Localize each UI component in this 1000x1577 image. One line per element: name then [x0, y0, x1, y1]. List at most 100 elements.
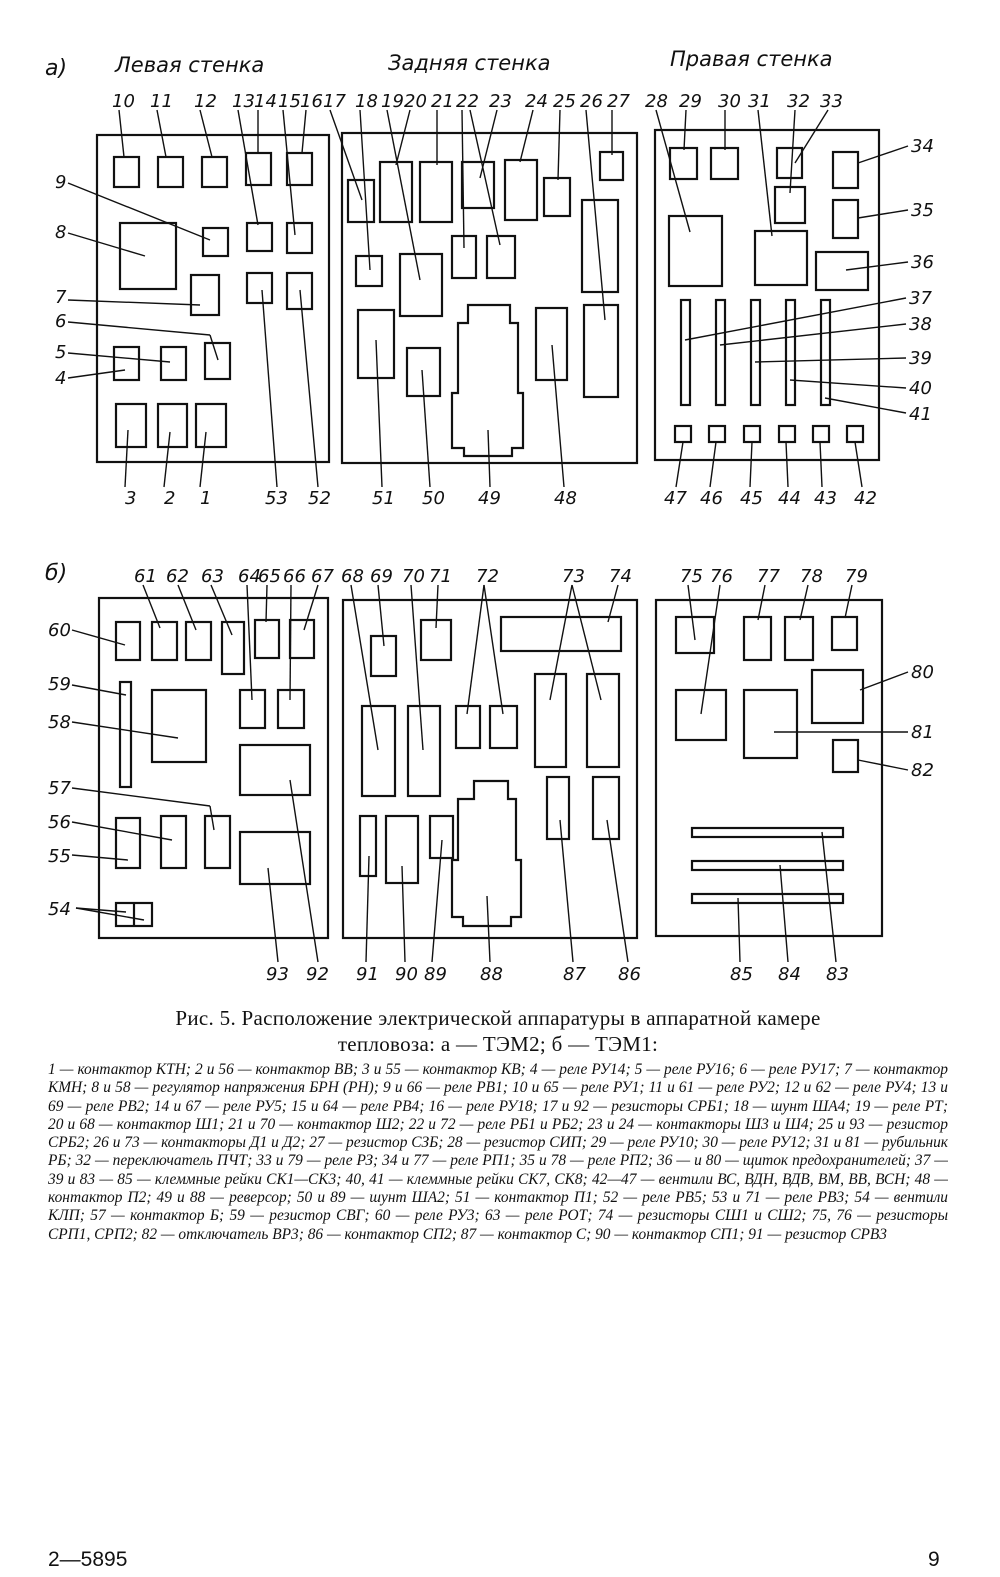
back-wall-b	[341, 598, 639, 940]
callout-3: 3	[125, 488, 136, 509]
callout-31: 31	[748, 91, 771, 112]
callout-83: 83	[826, 964, 849, 985]
callout-36: 36	[911, 252, 934, 273]
callout-38: 38	[909, 314, 932, 335]
callout-90: 90	[395, 964, 418, 985]
callout-72: 72	[476, 566, 499, 587]
callout-34: 34	[911, 136, 934, 157]
callout-64: 64	[238, 566, 261, 587]
callout-12: 12	[194, 91, 217, 112]
callout-71: 71	[429, 566, 452, 587]
callout-73: 73	[562, 566, 585, 587]
heading-right-wall: Правая стенка	[670, 47, 833, 71]
callout-75: 75	[680, 566, 703, 587]
callout-11: 11	[150, 91, 173, 112]
callout-8: 8	[55, 222, 66, 243]
callout-80: 80	[911, 662, 934, 683]
callout-82: 82	[911, 760, 934, 781]
callout-44: 44	[778, 488, 801, 509]
callout-92: 92	[306, 964, 329, 985]
callout-76: 76	[710, 566, 733, 587]
callout-91: 91	[356, 964, 379, 985]
callout-53: 53	[265, 488, 288, 509]
panel-b-label: б)	[45, 561, 67, 586]
callout-23: 23	[489, 91, 512, 112]
callout-45: 45	[740, 488, 763, 509]
callout-10: 10	[112, 91, 135, 112]
callout-17: 17	[323, 91, 346, 112]
callout-39: 39	[909, 348, 932, 369]
callout-48: 48	[554, 488, 577, 509]
callout-67: 67	[311, 566, 334, 587]
callout-59: 59	[48, 674, 71, 695]
callout-26: 26	[580, 91, 603, 112]
heading-back-wall: Задняя стенка	[388, 51, 551, 75]
caption-title-line-2: тепловоза: а — ТЭМ2; б — ТЭМ1:	[337, 1032, 659, 1056]
caption-legend: 1 — контактор КТН; 2 и 56 — контактор ВВ…	[48, 1061, 948, 1243]
callout-79: 79	[845, 566, 868, 587]
callout-46: 46	[700, 488, 723, 509]
callout-5: 5	[55, 342, 66, 363]
callout-70: 70	[402, 566, 425, 587]
callout-29: 29	[679, 91, 702, 112]
callout-66: 66	[283, 566, 306, 587]
callout-47: 47	[664, 488, 687, 509]
callout-2: 2	[164, 488, 175, 509]
callout-60: 60	[48, 620, 71, 641]
callout-14: 14	[254, 91, 277, 112]
callout-32: 32	[787, 91, 810, 112]
callout-62: 62	[166, 566, 189, 587]
callout-63: 63	[201, 566, 224, 587]
callout-13: 13	[232, 91, 255, 112]
callout-30: 30	[718, 91, 741, 112]
callout-41: 41	[909, 404, 932, 425]
callout-74: 74	[609, 566, 632, 587]
callout-81: 81	[911, 722, 934, 743]
callout-77: 77	[757, 566, 780, 587]
callout-24: 24	[525, 91, 548, 112]
callout-43: 43	[814, 488, 837, 509]
callout-49: 49	[478, 488, 501, 509]
footer-code: 2—5895	[48, 1548, 128, 1571]
page-number: 9	[928, 1548, 940, 1571]
callout-19: 19	[381, 91, 404, 112]
callout-69: 69	[370, 566, 393, 587]
callout-6: 6	[55, 311, 66, 332]
callout-16: 16	[300, 91, 323, 112]
callout-22: 22	[456, 91, 479, 112]
callout-28: 28	[645, 91, 668, 112]
callout-61: 61	[134, 566, 157, 587]
callout-58: 58	[48, 712, 71, 733]
callout-7: 7	[55, 287, 67, 308]
callout-33: 33	[820, 91, 843, 112]
callout-56: 56	[48, 812, 71, 833]
callout-4: 4	[55, 368, 66, 389]
callout-55: 55	[48, 846, 71, 867]
callout-89: 89	[424, 964, 447, 985]
callout-50: 50	[422, 488, 445, 509]
callout-18: 18	[355, 91, 378, 112]
callout-54: 54	[48, 899, 71, 920]
callout-21: 21	[431, 91, 454, 112]
callout-42: 42	[854, 488, 877, 509]
equipment-layout-figure: а) Левая стенка Задняя стенка Правая сте…	[45, 47, 934, 985]
left-wall-b	[97, 596, 330, 940]
callout-9: 9	[55, 172, 66, 193]
callout-57: 57	[48, 778, 71, 799]
left-wall-a	[95, 133, 331, 464]
callout-15: 15	[278, 91, 301, 112]
callout-87: 87	[563, 964, 586, 985]
callout-37: 37	[909, 288, 932, 309]
figure-caption: Рис. 5. Расположение электрической аппар…	[48, 1005, 948, 1244]
callout-68: 68	[341, 566, 364, 587]
callout-93: 93	[266, 964, 289, 985]
callout-35: 35	[911, 200, 934, 221]
panel-a-label: а)	[45, 56, 67, 81]
right-wall-b	[654, 598, 884, 938]
callout-84: 84	[778, 964, 801, 985]
callout-86: 86	[618, 964, 641, 985]
caption-title-line-1: Рис. 5. Расположение электрической аппар…	[175, 1006, 821, 1030]
callout-27: 27	[607, 91, 630, 112]
callout-52: 52	[308, 488, 331, 509]
callout-40: 40	[909, 378, 932, 399]
